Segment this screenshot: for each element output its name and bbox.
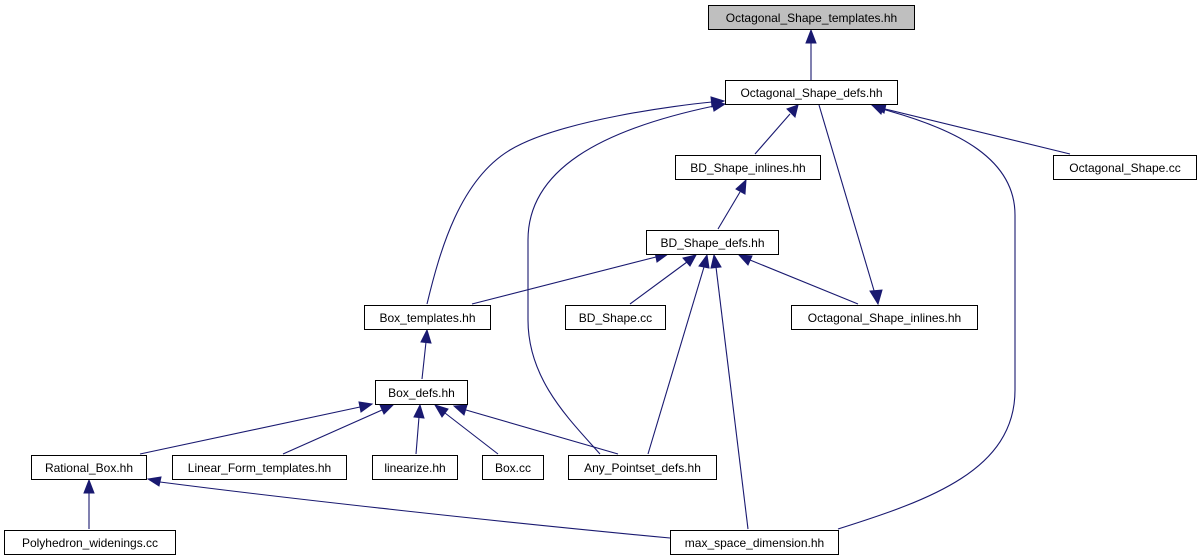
node-box-defs[interactable]: Box_defs.hh [375,380,468,405]
node-linear-form-templates[interactable]: Linear_Form_templates.hh [172,455,347,480]
node-bd-shape-defs[interactable]: BD_Shape_defs.hh [646,230,779,255]
edge-any-pointset-defs-to-bd-shape-defs [647,266,705,455]
arrowhead [433,404,449,418]
edge-octagonal-shape-inlines-to-octagonal-shape-defs [818,104,879,305]
edge-bd-shape-cc-to-bd-shape-defs [629,261,688,305]
edge-max-space-dimension-to-rational-box [159,481,671,539]
arrowhead [710,253,722,269]
arrowhead [146,476,162,487]
arrowhead [737,254,753,266]
node-octagonal-shape-templates: Octagonal_Shape_templates.hh [708,5,915,30]
node-rational-box[interactable]: Rational_Box.hh [31,455,147,480]
node-bd-shape-cc[interactable]: BD_Shape.cc [565,305,666,330]
edge-any-pointset-defs-to-octagonal-shape-defs [527,105,715,455]
edge-linear-form-templates-to-box-defs [282,409,383,455]
node-box-cc[interactable]: Box.cc [482,455,544,480]
arrowhead [420,328,432,344]
arrowhead [682,254,697,267]
arrowhead [786,104,799,118]
edge-max-space-dimension-to-bd-shape-defs [715,266,749,530]
arrowhead [870,103,885,115]
arrowhead [413,403,425,419]
edge-any-pointset-defs-to-box-defs [465,409,619,455]
node-any-pointset-defs[interactable]: Any_Pointset_defs.hh [568,455,717,480]
edge-bd-shape-defs-to-bd-shape-inlines [717,191,741,230]
arrowhead [358,401,374,413]
edge-octagonal-shape-cc-to-octagonal-shape-defs [884,108,1071,155]
node-max-space-dimension[interactable]: max_space_dimension.hh [670,530,839,555]
node-polyhedron-widenings[interactable]: Polyhedron_widenings.cc [4,530,176,555]
edge-bd-shape-inlines-to-octagonal-shape-defs [754,113,791,155]
arrowhead [711,100,727,112]
arrowhead [698,253,710,269]
node-octagonal-shape-defs[interactable]: Octagonal_Shape_defs.hh [725,80,898,105]
arrowhead [735,178,747,195]
node-octagonal-shape-cc[interactable]: Octagonal_Shape.cc [1053,155,1197,180]
edge-box-cc-to-box-defs [444,412,499,455]
node-bd-shape-inlines[interactable]: BD_Shape_inlines.hh [675,155,821,180]
edge-box-templates-to-bd-shape-defs [471,256,657,305]
arrowhead [869,289,883,306]
arrowhead [452,404,468,416]
node-box-templates[interactable]: Box_templates.hh [364,305,491,330]
arrowhead [379,404,395,415]
edge-box-templates-to-octagonal-shape-defs [426,101,713,305]
edge-max-space-dimension-to-octagonal-shape-defs [837,108,1016,530]
arrowhead [83,478,95,494]
arrowhead [805,28,817,44]
edge-rational-box-to-box-defs [139,406,361,455]
edge-octagonal-shape-inlines-to-bd-shape-defs [749,259,859,305]
node-linearize[interactable]: linearize.hh [372,455,458,480]
edge-box-defs-to-box-templates [421,341,427,380]
node-octagonal-shape-inlines[interactable]: Octagonal_Shape_inlines.hh [791,305,978,330]
edge-linearize-to-box-defs [415,416,420,455]
